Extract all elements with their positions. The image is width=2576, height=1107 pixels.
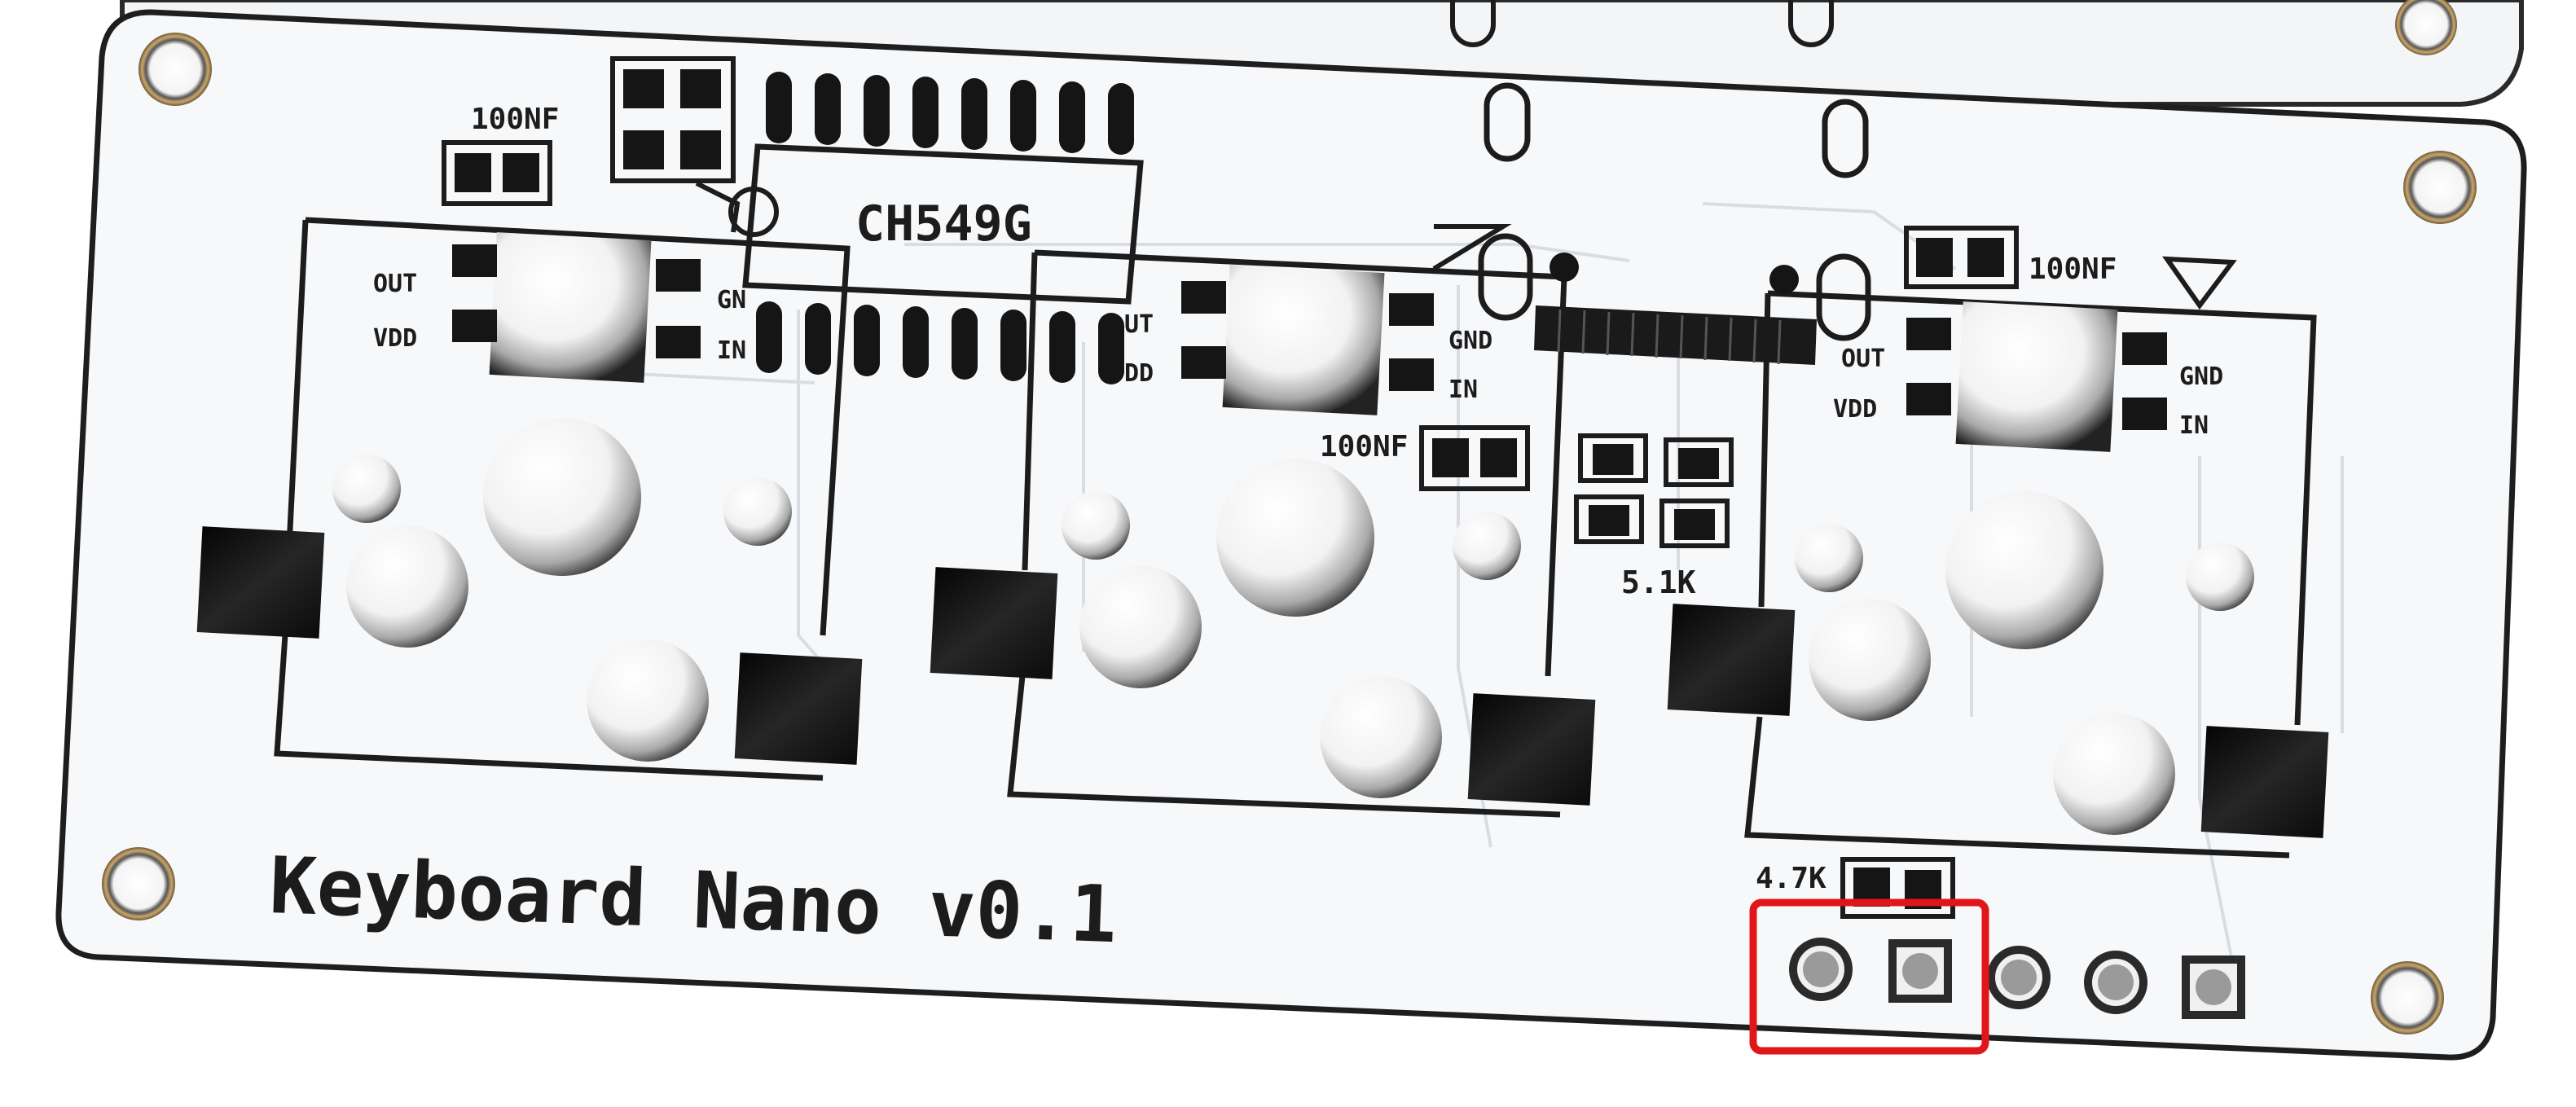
switch-peg-hole [2186, 543, 2254, 611]
key-pad [1667, 604, 1796, 716]
resistor-label: 5.1K [1621, 564, 1696, 600]
chip-ch549g: CH549G [695, 72, 1144, 384]
led-pin-label: GND [2179, 362, 2223, 391]
mounting-holes [102, 33, 2477, 1035]
led-pin-label: OUT [1841, 345, 1885, 373]
led-pin-label: IN [2179, 411, 2209, 440]
led-pin-label: OUT [373, 270, 417, 298]
key-pad [2200, 726, 2329, 838]
switch-pin-hole [1079, 566, 1202, 688]
usb-connector [1478, 82, 1871, 365]
led-cutout [489, 232, 652, 383]
chip-pins-bottom [756, 301, 1124, 384]
chip-label: CH549G [855, 195, 1032, 253]
led-cutout [1955, 301, 2118, 452]
switch-pin-hole [2053, 713, 2175, 835]
cap-label: 100NF [1320, 430, 1408, 463]
resistor-5k1: 5.1K [1574, 433, 1734, 600]
led-pin-label: DD [1124, 359, 1154, 388]
key-pad [930, 567, 1058, 679]
key-footprint-left: OUT VDD GN IN [196, 217, 863, 781]
mount-hole-top-left [138, 33, 212, 106]
switch-pin-hole [1809, 599, 1931, 721]
led-pin-label: UT [1124, 310, 1154, 339]
mount-hole-bottom-right [2371, 961, 2444, 1035]
cap-label: 100NF [2029, 253, 2117, 286]
switch-peg-hole [1453, 512, 1521, 580]
led-pin-label: GND [1448, 327, 1492, 355]
led-cutout [1222, 265, 1385, 415]
chip-pins-top [766, 72, 1134, 155]
switch-peg-hole [1062, 491, 1130, 560]
led-pin-label: IN [1448, 376, 1478, 404]
switch-peg-hole [723, 477, 792, 546]
capacitor-block [610, 56, 736, 183]
resistor-label: 4.7K [1756, 862, 1826, 895]
header-pins [1789, 938, 2245, 1019]
switch-peg-hole [1795, 524, 1863, 592]
switch-pin-hole [587, 639, 709, 762]
led-pin-label: GN [717, 286, 746, 314]
capacitor-middle: 100NF [1320, 425, 1530, 491]
key-pad [196, 526, 325, 639]
mount-hole-bottom-left [102, 847, 175, 920]
switch-pin-hole [346, 525, 468, 648]
led-pin-label: VDD [373, 324, 417, 353]
capacitor-top-left: 100NF [442, 103, 559, 206]
led-pin-label: IN [717, 336, 746, 365]
switch-center-hole [1216, 459, 1374, 617]
switch-pin-hole [1320, 676, 1442, 798]
led-pin-label: VDD [1833, 395, 1877, 424]
cap-label: 100NF [471, 103, 559, 136]
switch-center-hole [483, 418, 641, 576]
switch-center-hole [1945, 491, 2103, 649]
switch-peg-hole [332, 455, 401, 523]
capacitor-right: 100NF [1904, 226, 2117, 289]
mount-hole-top-right [2403, 151, 2477, 224]
highlight-box [1749, 898, 1989, 1055]
key-footprint-right: OUT VDD GND IN [1667, 256, 2329, 859]
key-footprint-middle: UT DD GND IN [930, 224, 1596, 818]
key-pad [1467, 693, 1596, 806]
key-pad [734, 652, 863, 765]
